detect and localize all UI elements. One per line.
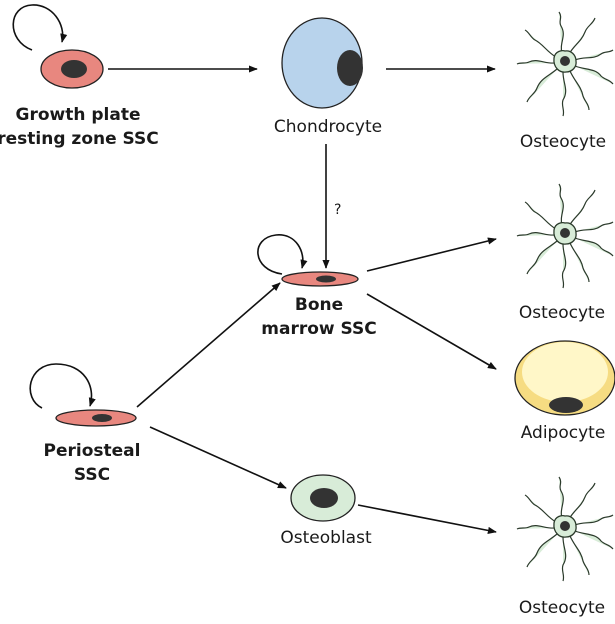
osteoblast-label: Osteoblast (280, 528, 372, 548)
chondrocyte-nucleus (337, 50, 363, 86)
uncertain-transition-mark: ? (334, 202, 341, 218)
bone-marrow-label-line2: marrow SSC (261, 319, 376, 339)
growth-plate-label-line1: Growth plate (16, 105, 141, 125)
periosteal-ssc-nucleus (92, 414, 112, 422)
self-renewal-loop-periosteal (29, 363, 96, 409)
self-renewal-loop-growth-plate (12, 4, 68, 51)
adipocyte: Adipocyte (514, 340, 615, 443)
osteocyte-bottom-label: Osteocyte (519, 598, 605, 618)
osteocyte-middle-label: Osteocyte (519, 303, 605, 323)
adipocyte-lipid-droplet (522, 342, 608, 402)
growth-plate-label-line2: resting zone SSC (0, 129, 159, 149)
self-renewal-loop-bone-marrow (257, 234, 308, 275)
osteocyte-bottom: Osteocyte (516, 476, 614, 618)
osteocyte-bottom-cell (516, 476, 614, 582)
arrow-periosteal-to-bone-marrow (136, 282, 281, 408)
periosteal-ssc: Periosteal SSC (29, 363, 141, 485)
osteocyte-middle-cell (516, 183, 614, 289)
osteocyte-top-label: Osteocyte (520, 132, 606, 152)
arrow-bone-marrow-to-osteocyte (366, 237, 497, 272)
arrow-osteoblast-to-osteocyte (357, 504, 497, 534)
periosteal-label-line2: SSC (74, 465, 110, 485)
osteoblast: Osteoblast (280, 474, 372, 548)
bone-marrow-ssc: Bone marrow SSC (257, 234, 377, 339)
osteocyte-middle: Osteocyte (516, 183, 614, 323)
chondrocyte: Chondrocyte (274, 17, 382, 137)
chondrocyte-label: Chondrocyte (274, 117, 382, 137)
osteocyte-top: Osteocyte (516, 11, 614, 152)
periosteal-label-line1: Periosteal (44, 441, 141, 461)
osteoblast-nucleus (310, 488, 338, 508)
arrow-bone-marrow-to-adipocyte (366, 293, 497, 370)
bone-marrow-label-line1: Bone (295, 295, 343, 315)
growth-plate-ssc: Growth plate resting zone SSC (0, 4, 159, 149)
adipocyte-label: Adipocyte (521, 423, 606, 443)
arrow-periosteal-to-osteoblast (149, 426, 287, 489)
adipocyte-nucleus (549, 397, 583, 413)
growth-plate-ssc-nucleus (61, 60, 87, 78)
osteocyte-top-cell (516, 11, 614, 117)
bone-marrow-ssc-nucleus (316, 275, 336, 283)
